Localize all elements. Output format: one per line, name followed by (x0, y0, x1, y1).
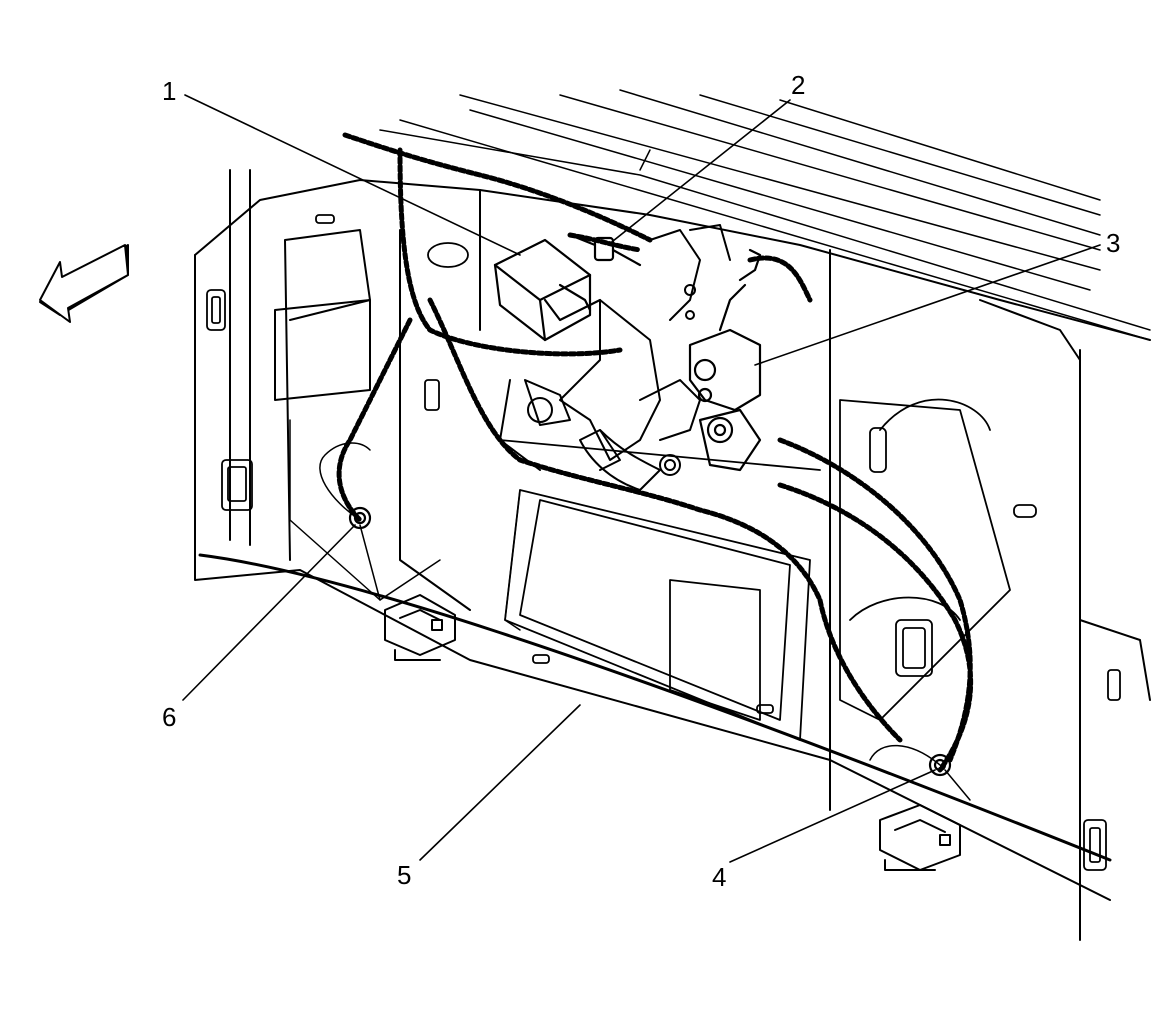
latch-assembly (499, 224, 731, 491)
panel-slots (206, 214, 1121, 871)
leader-line-5 (419, 704, 581, 861)
callout-5: 5 (397, 860, 412, 890)
control-module (493, 238, 602, 342)
leader-line-1 (184, 94, 521, 256)
leader-line-2 (607, 99, 791, 246)
tailgate-inner-panel (194, 169, 1151, 941)
leader-lines (182, 94, 1101, 863)
callout-1: 1 (162, 76, 177, 106)
grommets (348, 506, 952, 777)
connector-item-2 (568, 233, 642, 267)
wire-harness (336, 132, 974, 773)
callout-4: 4 (712, 862, 727, 892)
upper-panel-lines (379, 89, 1151, 341)
forward-direction-arrow-icon (39, 244, 129, 323)
thin-wires (289, 419, 971, 801)
callout-3: 3 (1106, 228, 1121, 258)
callout-2: 2 (791, 70, 806, 100)
hinge-brackets (384, 594, 961, 871)
callout-6: 6 (162, 702, 177, 732)
leader-line-3 (754, 244, 1101, 366)
lock-actuator (688, 248, 762, 472)
leader-line-6 (182, 524, 356, 701)
leader-line-4 (729, 769, 936, 863)
